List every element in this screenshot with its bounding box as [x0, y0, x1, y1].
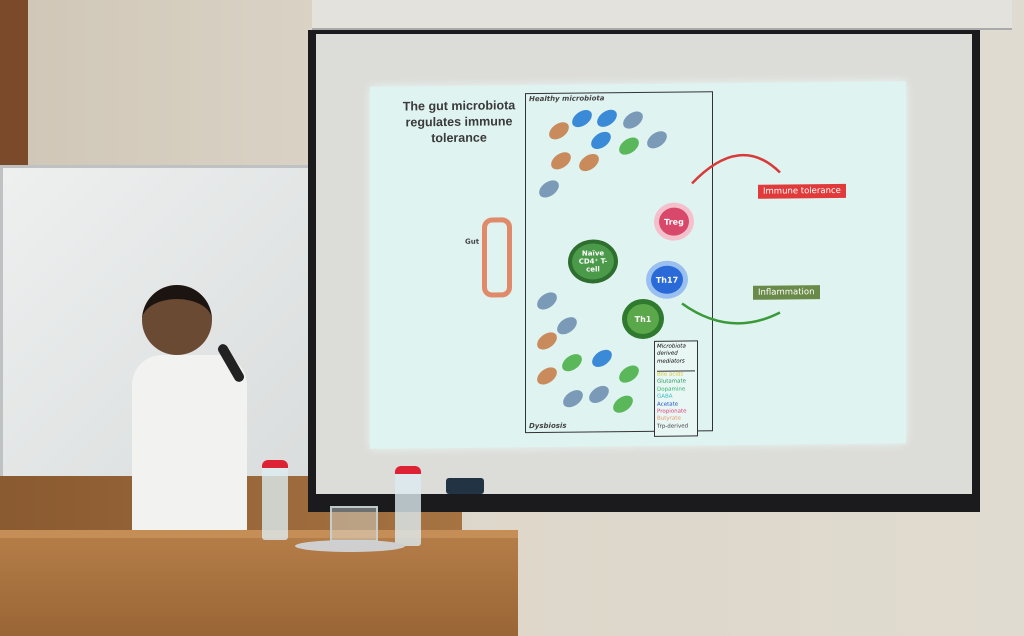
bacterium-icon: [609, 392, 637, 417]
screen-housing: [312, 0, 1012, 30]
bacterium-icon: [588, 346, 616, 371]
bacterium-icon: [533, 363, 561, 389]
presenter-shirt: [132, 355, 247, 535]
projected-slide: The gut microbiota regulates immune tole…: [370, 81, 906, 449]
bacterium-icon: [615, 133, 643, 159]
naive-t-cell: Naïve CD4⁺ T-cell: [568, 239, 618, 284]
bacterium-icon: [593, 106, 621, 131]
bacterium-icon: [558, 350, 586, 375]
legend-title: Microbiota derived mediators: [657, 343, 695, 372]
bacterium-icon: [585, 382, 613, 407]
immune-tolerance-label: Immune tolerance: [758, 183, 846, 199]
bacterium-icon: [587, 128, 615, 153]
inflammation-label: Inflammation: [753, 285, 820, 300]
presenter-head: [142, 285, 212, 355]
tray: [295, 540, 405, 552]
lectern-desk: [0, 530, 518, 636]
bacterium-icon: [545, 118, 573, 143]
device-on-ledge: [446, 478, 484, 494]
healthy-label: Healthy microbiota: [529, 94, 605, 104]
bacterium-icon: [535, 176, 563, 202]
bacterium-icon: [533, 328, 561, 354]
arrows: [681, 153, 781, 325]
green-arrow-icon: [681, 302, 781, 325]
legend-item: Trp-derived: [657, 423, 689, 430]
gut-illustration: [482, 217, 512, 298]
glasses: [330, 506, 378, 542]
bacterium-icon: [619, 107, 647, 133]
bacterium-icon: [568, 106, 596, 131]
dysbiosis-label: Dysbiosis: [529, 421, 567, 431]
bacterium-icon: [615, 361, 643, 387]
bacterium-icon: [553, 313, 581, 338]
th1-cell: Th1: [622, 298, 664, 340]
bacterium-icon: [533, 288, 561, 314]
gut-label: Gut: [465, 237, 480, 246]
water-bottle: [262, 460, 288, 540]
bacterium-icon: [575, 150, 603, 175]
slide-title: The gut microbiota regulates immune tole…: [402, 98, 516, 146]
water-bottle: [395, 466, 421, 546]
red-arrow-icon: [691, 153, 781, 185]
bacterium-icon: [643, 127, 671, 152]
bacterium-icon: [547, 148, 575, 173]
bacterium-icon: [559, 386, 587, 411]
